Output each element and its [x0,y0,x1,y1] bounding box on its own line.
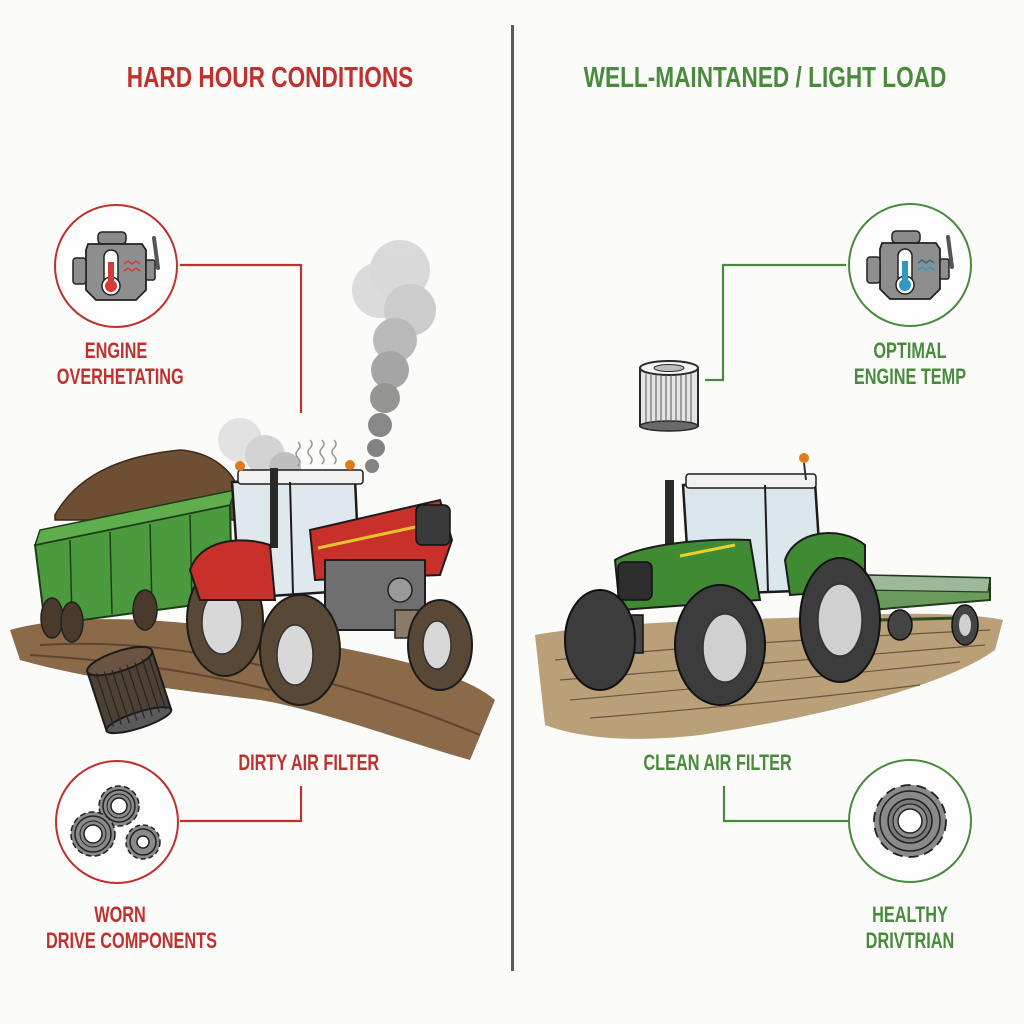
clean-air-filter-label: CLEAN AIR FILTER [643,750,792,775]
optimal-engine-temp-badge [848,203,972,327]
engine-overheating-badge [54,204,178,328]
green-tractor-illustration [535,360,1003,739]
single-gear-icon [873,784,947,858]
healthy-drivetrain-label: HEALTHY DRIVTRIAN [865,902,955,953]
engine-thermometer-hot-icon [72,231,160,301]
heat-waves-icon [295,439,337,467]
right-panel-title: WELL-MAINTANED / LIGHT LOAD [583,62,947,94]
center-divider [511,25,514,971]
left-panel-title: HARD HOUR CONDITIONS [126,62,414,94]
engine-overheating-label: ENGINE OVERHETATING [56,338,184,389]
dirty-air-filter-label: DIRTY AIR FILTER [238,750,380,775]
worn-gears-icon [70,785,161,860]
worn-drive-components-badge [55,760,179,884]
healthy-drivetrain-badge [848,759,972,883]
engine-thermometer-cool-icon [866,230,954,300]
clean-air-filter-icon [639,360,699,432]
optimal-engine-temp-label: OPTIMAL ENGINE TEMP [853,338,967,389]
red-tractor-illustration [10,240,495,760]
dirty-air-filter-icon [86,645,173,735]
smoke-plume [218,240,436,484]
worn-drive-components-label: WORN DRIVE COMPONENTS [46,902,217,953]
